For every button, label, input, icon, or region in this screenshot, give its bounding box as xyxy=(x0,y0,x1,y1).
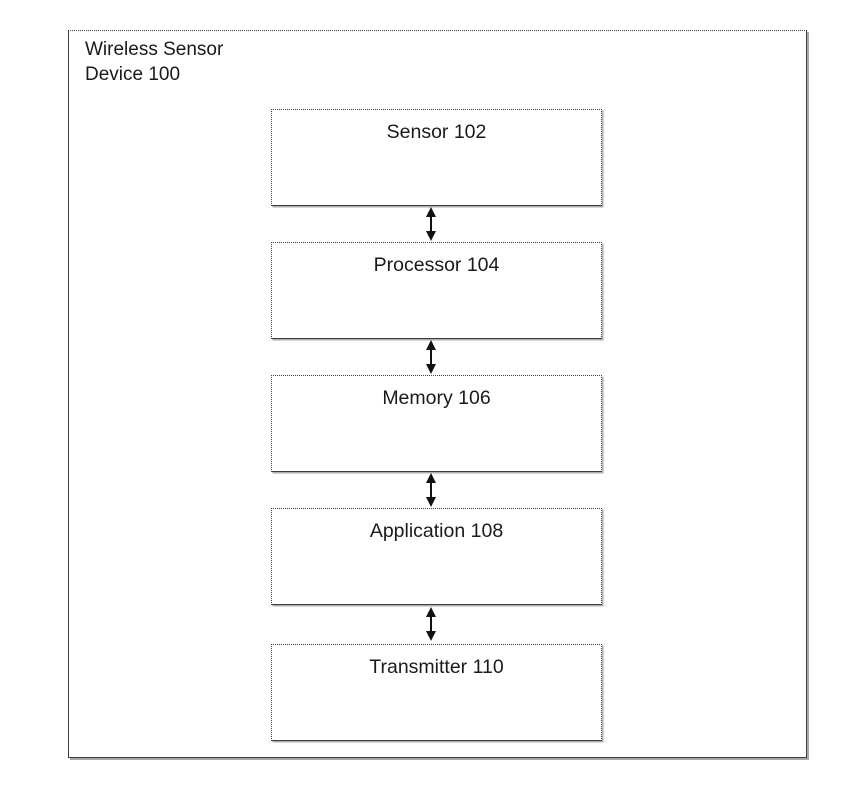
block-transmitter: Transmitter 110 xyxy=(271,644,602,741)
block-sensor: Sensor 102 xyxy=(271,109,602,206)
device-boundary-box: Wireless Sensor Device 100 Sensor 102 Pr… xyxy=(68,30,807,758)
bidirectional-arrow-icon xyxy=(423,207,439,241)
device-label: Wireless Sensor Device 100 xyxy=(85,39,224,86)
block-processor-label: Processor 104 xyxy=(373,254,500,276)
bidirectional-arrow-icon xyxy=(423,607,439,641)
block-memory-label: Memory 106 xyxy=(382,387,491,409)
block-application: Application 108 xyxy=(271,508,602,605)
bidirectional-arrow-icon xyxy=(423,473,439,507)
block-transmitter-label: Transmitter 110 xyxy=(369,656,504,678)
bidirectional-arrow-icon xyxy=(423,340,439,374)
block-processor: Processor 104 xyxy=(271,242,602,339)
block-application-label: Application 108 xyxy=(369,520,504,542)
block-sensor-label: Sensor 102 xyxy=(386,121,487,143)
block-memory: Memory 106 xyxy=(271,375,602,472)
